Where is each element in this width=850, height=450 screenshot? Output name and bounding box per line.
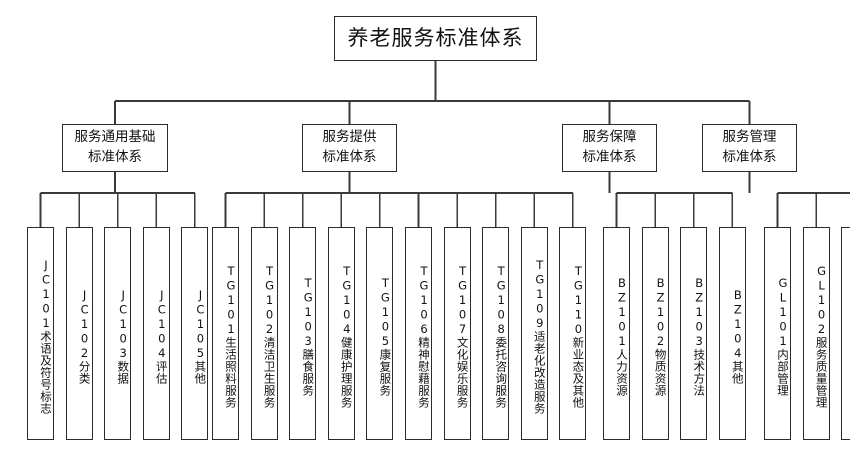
leaf-node-label: JC103数据 bbox=[116, 288, 131, 385]
leaf-node-bz103[interactable]: BZ103技术方法 bbox=[680, 227, 708, 440]
leaf-node-tg103[interactable]: TG103膳食服务 bbox=[289, 227, 317, 440]
leaf-node-label: TG101生活照料服务 bbox=[224, 264, 238, 409]
leaf-node-label: TG106精神慰藉服务 bbox=[417, 264, 431, 409]
leaf-node-tg106[interactable]: TG106精神慰藉服务 bbox=[405, 227, 432, 440]
leaf-node-gl103[interactable]: GL103安全管理 bbox=[841, 227, 850, 440]
leaf-node-label: TG110新业态及其他 bbox=[571, 264, 586, 409]
level2-node-gl[interactable]: 服务管理 标准体系 bbox=[702, 124, 797, 172]
leaf-node-bz104[interactable]: BZ104其他 bbox=[718, 227, 746, 440]
leaf-node-label: TG104健康护理服务 bbox=[339, 264, 354, 409]
leaf-node-label: TG102清洁卫生服务 bbox=[262, 264, 277, 409]
leaf-node-label: JC104评估 bbox=[154, 288, 169, 385]
leaf-node-label: TG109适老化改造服务 bbox=[532, 258, 547, 415]
leaf-node-jc105[interactable]: JC105其他 bbox=[181, 227, 209, 440]
leaf-node-jc102[interactable]: JC102分类 bbox=[65, 227, 93, 440]
leaf-node-label: JC101术语及符号标志 bbox=[39, 258, 53, 415]
leaf-node-label: TG105康复服务 bbox=[378, 276, 393, 397]
leaf-node-jc104[interactable]: JC104评估 bbox=[142, 227, 170, 440]
leaf-node-label: JC105其他 bbox=[193, 288, 208, 385]
leaf-node-tg101[interactable]: TG101生活照料服务 bbox=[212, 227, 239, 440]
leaf-node-label: JC102分类 bbox=[77, 288, 92, 385]
leaf-node-jc101[interactable]: JC101术语及符号标志 bbox=[27, 227, 54, 440]
leaf-node-label: BZ102物质资源 bbox=[653, 276, 668, 397]
level2-node-tg[interactable]: 服务提供 标准体系 bbox=[302, 124, 397, 172]
leaf-node-label: TG108委托咨询服务 bbox=[494, 264, 509, 409]
leaf-node-bz102[interactable]: BZ102物质资源 bbox=[641, 227, 669, 440]
leaf-node-label: BZ103技术方法 bbox=[692, 276, 707, 397]
root-node[interactable]: 养老服务标准体系 bbox=[334, 16, 537, 61]
leaf-node-label: BZ101人力资源 bbox=[615, 276, 629, 397]
leaf-node-tg108[interactable]: TG108委托咨询服务 bbox=[482, 227, 510, 440]
level2-node-bz[interactable]: 服务保障 标准体系 bbox=[562, 124, 657, 172]
leaf-node-bz101[interactable]: BZ101人力资源 bbox=[603, 227, 630, 440]
leaf-node-tg110[interactable]: TG110新业态及其他 bbox=[559, 227, 587, 440]
leaf-node-tg109[interactable]: TG109适老化改造服务 bbox=[520, 227, 548, 440]
leaf-node-label: GL101内部管理 bbox=[776, 276, 790, 397]
leaf-node-tg102[interactable]: TG102清洁卫生服务 bbox=[250, 227, 278, 440]
leaf-node-label: TG103膳食服务 bbox=[301, 276, 316, 397]
leaf-node-tg107[interactable]: TG107文化娱乐服务 bbox=[443, 227, 471, 440]
leaf-node-tg105[interactable]: TG105康复服务 bbox=[366, 227, 394, 440]
level2-node-jc[interactable]: 服务通用基础 标准体系 bbox=[62, 124, 168, 172]
leaf-node-jc103[interactable]: JC103数据 bbox=[104, 227, 132, 440]
leaf-node-gl101[interactable]: GL101内部管理 bbox=[764, 227, 791, 440]
leaf-node-label: GL102服务质量管理 bbox=[814, 264, 829, 409]
leaf-node-label: BZ104其他 bbox=[730, 288, 745, 385]
leaf-node-tg104[interactable]: TG104健康护理服务 bbox=[327, 227, 355, 440]
leaf-node-gl102[interactable]: GL102服务质量管理 bbox=[802, 227, 830, 440]
leaf-node-label: TG107文化娱乐服务 bbox=[455, 264, 470, 409]
